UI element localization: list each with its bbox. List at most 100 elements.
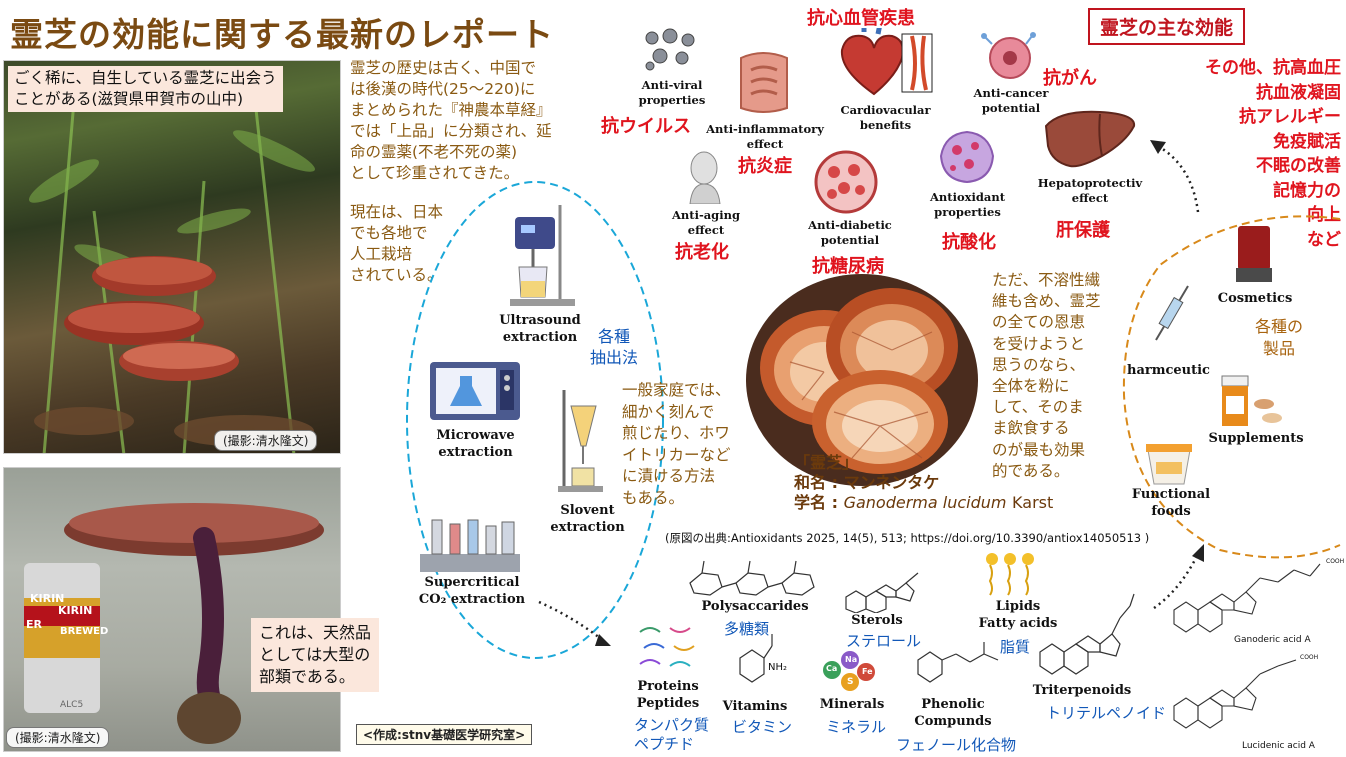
triterpenoids-ja-label: トリテルペノイド [1046,704,1167,722]
anticancer-ja-label: 抗がん [1043,68,1097,89]
other-effect-item: 抗アレルギー [1239,107,1341,127]
effect-en-line: properties [638,93,706,107]
minerals-ja-label: ミネラル [826,718,887,736]
lipids-en-label: Lipids Fatty acids [968,598,1068,632]
heart-icon [840,28,933,96]
ultrasound-label: Ultrasound extraction [490,312,590,346]
other-effects-list: その他、抗高血圧 抗血液凝固 抗アレルギー 免疫賦活 不眠の改善 記憶力の 向上… [1143,56,1341,252]
wild-reishi-photo [3,60,341,454]
caption-line: ごく稀に、自生している霊芝に出会う [14,69,277,87]
polysaccharides-en-label: Polysaccarides [701,599,809,614]
effect-en-line: Anti-inflammatory [706,122,824,136]
functional-foods-line: foods [1151,504,1191,519]
vitamins-ja-label: ビタミン [732,718,793,736]
mineral-element-na: Na [845,655,858,664]
caption-line: ことがある(滋賀県甲賀市の山中) [14,90,244,108]
intestine-icon [740,52,788,113]
products-to-effects-arrow [1150,140,1200,213]
method-label-line: Ultrasound [499,313,581,328]
ganoderic-acid-label: Ganoderic acid A [1234,635,1311,645]
vitamins-en-label: Vitamins [722,699,788,714]
method-label-line: Microwave [436,428,515,443]
antioxidant-ja-label: 抗酸化 [942,232,996,253]
other-effect-item: 向上 [1307,205,1341,225]
powder-line: のが最も効果 [992,440,1086,459]
cultivation-line: 人工栽培 [350,245,413,263]
hepatoprotective-en-label: Hepatoprotectiv effect [1030,176,1150,206]
proteins-en-line: Peptides [636,696,700,711]
cardiovascular-en-label: Cardiovacular benefits [828,103,943,133]
method-label-line: extraction [438,445,513,460]
ganoderic-acid-group: COOH [1326,558,1345,565]
powder-line: 維も含め、霊芝 [992,292,1101,311]
mineral-element-fe: Fe [862,667,873,676]
other-effect-item: 抗血液凝固 [1256,82,1341,103]
minerals-en-label: Minerals [819,697,885,712]
triterpenoids-to-products-arrow [1153,544,1204,610]
effect-en-line: Anti-aging [671,208,740,222]
wamei-label: 和名 [794,473,827,492]
history-line: まとめられた『神農本草経』 [350,101,552,119]
antioxidant-en-label: Antioxidant properties [920,190,1015,220]
method-label-line: Supercritical [424,575,520,590]
phenolic-ja-label: フェノール化合物 [896,736,1017,754]
photo-credit-top: (撮影:清水隆文) [214,430,318,451]
reishi-name-block: 「霊芝」 和名 : マンネンタケ 学名 : Ganoderma lucidum … [794,453,1053,513]
large-reishi-note: これは、天然品 としては大型の 部類である。 [251,618,380,692]
antiaging-en-label: Anti-aging effect [662,208,750,238]
functional-foods-label: Functional foods [1126,486,1216,520]
other-effect-item: など [1307,229,1341,250]
powder-line: を受けようと [992,334,1086,353]
reishi-name: 「霊芝」 [794,453,859,472]
photo-credit-bottom: (撮影:清水隆文) [6,727,110,748]
extraction-label: 各種 抽出法 [590,326,638,368]
anticancer-en-label: Anti-cancer potential [966,86,1056,116]
gakumei-author: Karst [1012,493,1054,512]
reishi-mushroom-icon [746,274,978,486]
supercritical-label: Supercritical CO₂ extraction [416,574,528,608]
large-reishi-illustration [24,503,324,744]
can-label: KIRIN [30,592,65,605]
proteins-en-line: Proteins [637,679,699,694]
effect-en-line: Anti-diabetic [808,218,892,232]
solvent-label: Slovent extraction [540,502,635,536]
author-credit: <作成:stnv基礎医学研究室> [356,724,533,745]
effect-en-line: potential [820,233,880,247]
lucidenic-acid-group: COOH [1300,654,1319,661]
peptide-chains-icon [639,627,695,667]
antiaging-ja-label: 抗老化 [675,242,729,263]
products-oval [1122,215,1341,559]
powder-line: して、そのま [992,398,1084,417]
proteins-ja-line: タンパク質 [634,716,710,734]
history-line: は後漢の時代(25〜220)に [350,80,536,98]
home-method-line: もある。 [622,488,685,507]
phenolic-en-line: Phenolic [921,697,985,712]
products-label: 各種の 製品 [1255,316,1303,360]
extraction-oval [406,181,664,659]
history-line: として珍重されてきた。 [350,164,520,182]
can-label: ALC5 [60,700,84,710]
effect-en-line: Anti-cancer [973,86,1049,100]
powder-line: ただ、不溶性繊 [992,271,1101,289]
phenolic-structure-icon [917,642,999,683]
sterols-en-label: Sterols [851,613,903,628]
proteins-ja-line: ペプチド [634,735,695,753]
home-method-line: 一般家庭では、 [622,381,731,399]
powder-line: 的である。 [992,461,1070,480]
other-effect-item: その他、抗高血圧 [1205,58,1341,78]
functional-foods-line: Functional [1131,487,1211,502]
note-line: 部類である。 [259,667,355,686]
extraction-to-components-arrow [538,600,611,646]
large-reishi-photo [3,467,341,752]
antidiabetic-en-label: Anti-diabetic potential [800,218,900,248]
reishi-gakumei: 学名 : Ganoderma lucidum Karst [794,493,1054,512]
sterols-ja-label: ステロール [846,632,922,650]
extraction-label-line: 各種 [598,327,631,346]
powder-line: ま飲食する [992,419,1070,438]
cultivation-line: でも各地で [350,224,428,242]
cosmetic-tube-icon [1236,226,1272,282]
can-label: BREWED [60,626,109,637]
supplements-label: Supplements [1208,431,1304,446]
history-line: 霊芝の歴史は古く、中国で [350,59,537,77]
polysaccharide-structure-icon [689,560,815,596]
